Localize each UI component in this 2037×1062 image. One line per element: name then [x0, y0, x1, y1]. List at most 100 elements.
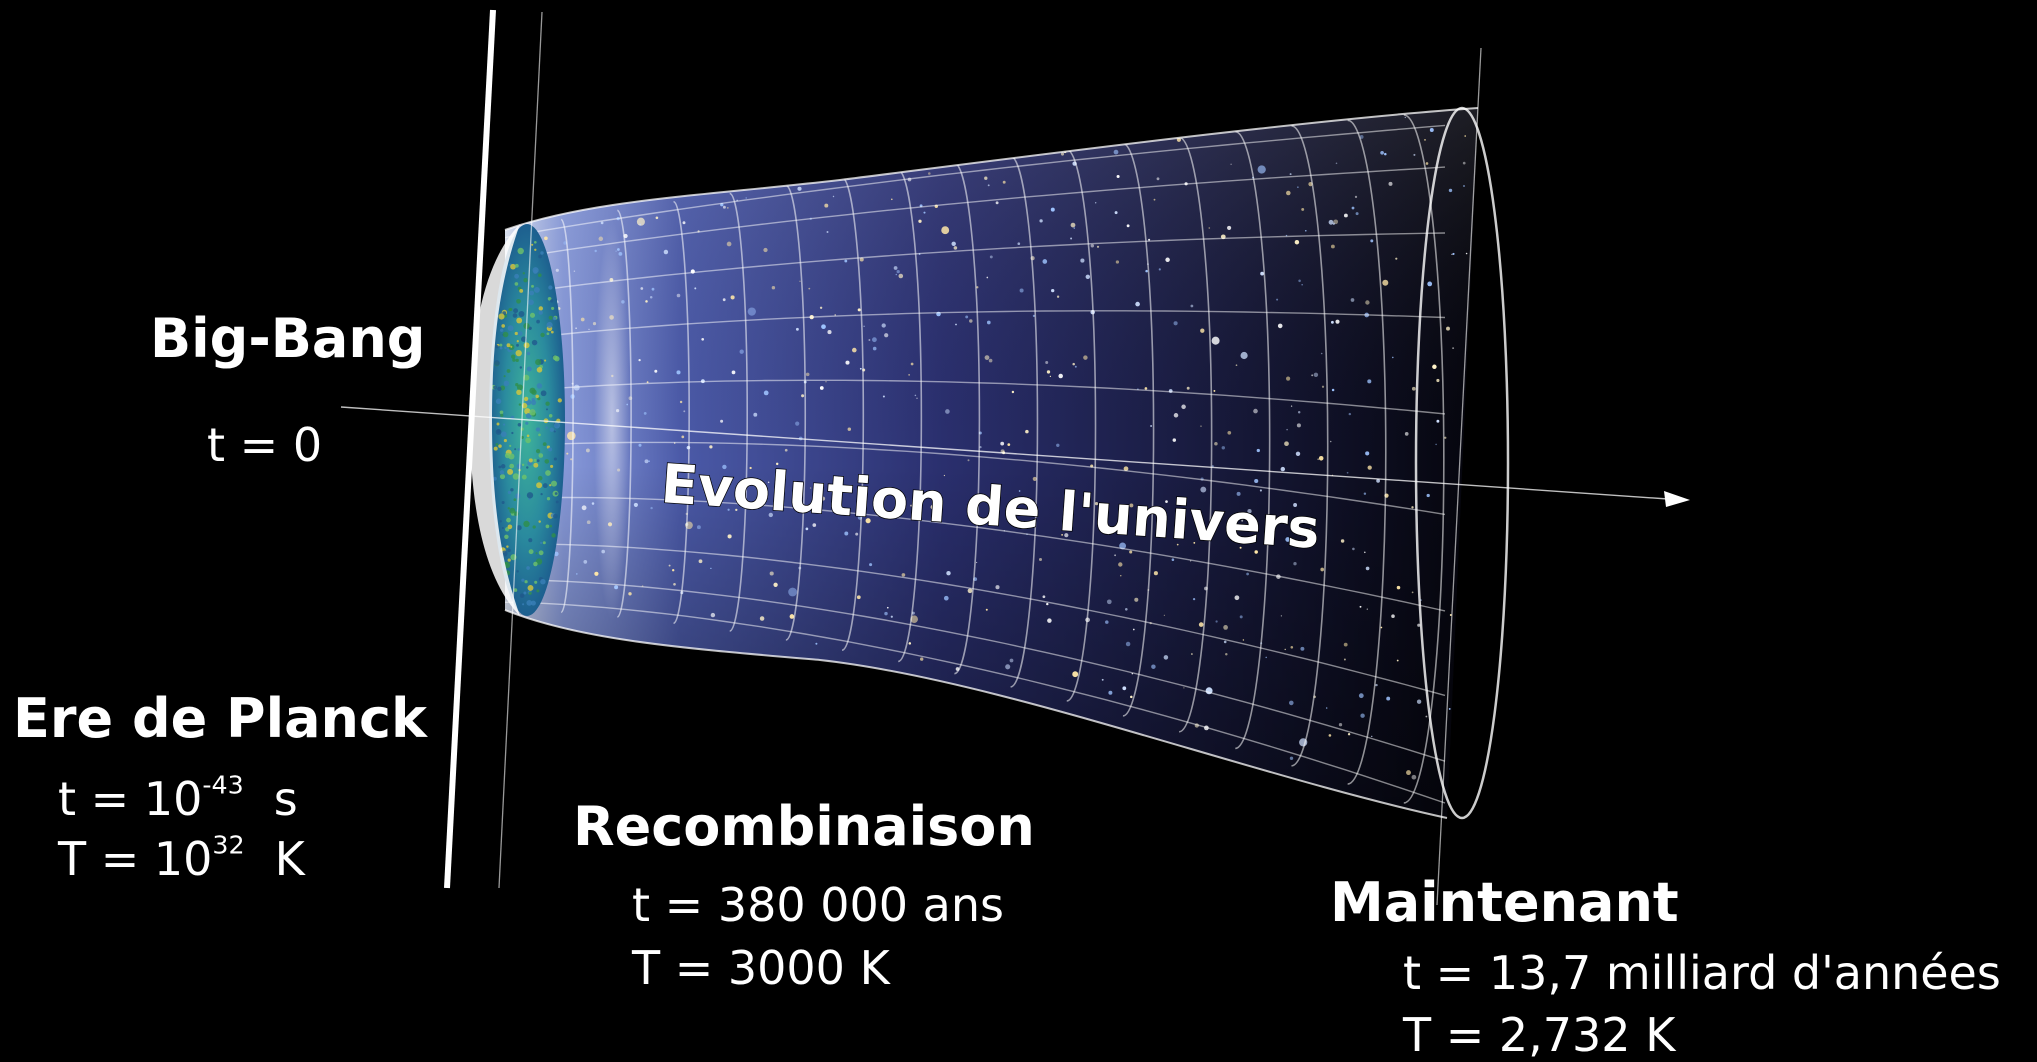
galaxy — [898, 273, 904, 279]
cmb-speck — [503, 380, 510, 386]
cmb-speck — [500, 464, 506, 469]
galaxy — [1276, 298, 1279, 301]
galaxy — [969, 319, 973, 323]
grid-longitude — [505, 543, 1446, 697]
galaxy — [1257, 165, 1266, 174]
cmb-speck — [523, 591, 527, 595]
galaxy — [598, 236, 604, 242]
galaxy — [1391, 614, 1395, 618]
universe-shading — [505, 108, 1478, 818]
cmb-speck — [537, 475, 543, 481]
galaxy — [1328, 734, 1332, 737]
galaxy — [1343, 642, 1348, 647]
cmb-speck — [513, 588, 518, 592]
galaxy — [645, 300, 648, 303]
galaxy — [672, 569, 675, 572]
galaxy — [544, 236, 548, 241]
galaxy — [763, 247, 768, 253]
grid-longitude — [505, 166, 1446, 261]
cmb-speck — [551, 533, 556, 538]
cmb-speck — [500, 431, 507, 438]
galaxy — [910, 615, 918, 623]
galaxy — [908, 374, 910, 376]
galaxy — [676, 293, 681, 298]
galaxy — [581, 505, 587, 511]
cmb-speck — [526, 351, 531, 356]
galaxy — [673, 582, 676, 586]
galaxy — [988, 358, 993, 363]
galaxy — [955, 323, 957, 326]
galaxy — [1301, 207, 1305, 211]
galaxy — [769, 571, 774, 576]
cmb-speck — [501, 526, 504, 530]
galaxy — [1464, 135, 1466, 137]
cmb-speck — [553, 457, 557, 461]
galaxy — [984, 176, 988, 180]
galaxy — [1328, 219, 1334, 225]
cmb-speck — [528, 549, 534, 555]
grid-ring — [1403, 114, 1445, 804]
cmb-speck — [508, 453, 515, 460]
galaxy — [1134, 597, 1139, 602]
cmb-speck — [545, 401, 550, 406]
cmb-speck — [533, 286, 540, 293]
cmb-speck — [531, 284, 534, 288]
galaxy — [1457, 765, 1461, 769]
galaxy — [784, 448, 788, 452]
galaxy — [1049, 375, 1052, 378]
galaxy — [1376, 479, 1380, 483]
galaxy — [1427, 281, 1433, 287]
galaxy — [1384, 152, 1387, 156]
cmb-speck — [511, 431, 514, 435]
galaxy — [1056, 443, 1060, 447]
galaxy — [872, 337, 877, 343]
grid-ring — [1066, 148, 1097, 702]
galaxy — [1311, 374, 1314, 377]
galaxy — [1074, 365, 1077, 368]
galaxy — [638, 443, 642, 447]
galaxy — [1347, 733, 1351, 736]
galaxy — [1165, 500, 1168, 503]
cmb-speck — [519, 288, 524, 293]
cmb-speck — [554, 492, 558, 495]
galaxy — [1432, 364, 1437, 370]
galaxy — [1045, 361, 1049, 364]
cmb-speck — [506, 343, 511, 348]
cmb-speck — [516, 298, 521, 304]
galaxy — [893, 266, 898, 270]
galaxy — [872, 346, 877, 351]
galaxy — [1241, 519, 1244, 522]
cmb-speck — [501, 324, 506, 328]
cmb-speck — [502, 331, 509, 338]
universe-outline-bottom — [504, 609, 1448, 819]
cmb-speck — [500, 413, 504, 417]
galaxy — [1321, 385, 1325, 388]
galaxy — [1370, 239, 1374, 243]
galaxy — [986, 276, 989, 279]
galaxy — [882, 395, 885, 398]
galaxy — [1163, 655, 1169, 660]
cmb-speck — [527, 584, 534, 591]
cmb-speck — [526, 492, 534, 499]
galaxy — [1064, 523, 1067, 526]
galaxy — [1144, 387, 1148, 390]
grid-longitude — [505, 379, 1446, 415]
galaxy — [1221, 446, 1226, 450]
galaxy — [681, 435, 685, 439]
cmb-speck — [526, 600, 533, 606]
cmb-speck — [514, 448, 517, 451]
galaxy — [654, 369, 658, 373]
galaxy — [1186, 386, 1190, 390]
galaxy — [1365, 566, 1370, 571]
galaxy — [655, 216, 659, 220]
galaxy — [639, 223, 642, 226]
cmb-speck — [516, 343, 519, 347]
galaxy — [640, 287, 644, 290]
galaxy — [1198, 622, 1204, 627]
cmb-speck — [499, 470, 505, 475]
recombination-title: Recombinaison — [573, 795, 1035, 858]
cmb-speck — [538, 273, 542, 277]
galaxy — [1114, 211, 1118, 215]
cmb-speck — [553, 513, 558, 519]
